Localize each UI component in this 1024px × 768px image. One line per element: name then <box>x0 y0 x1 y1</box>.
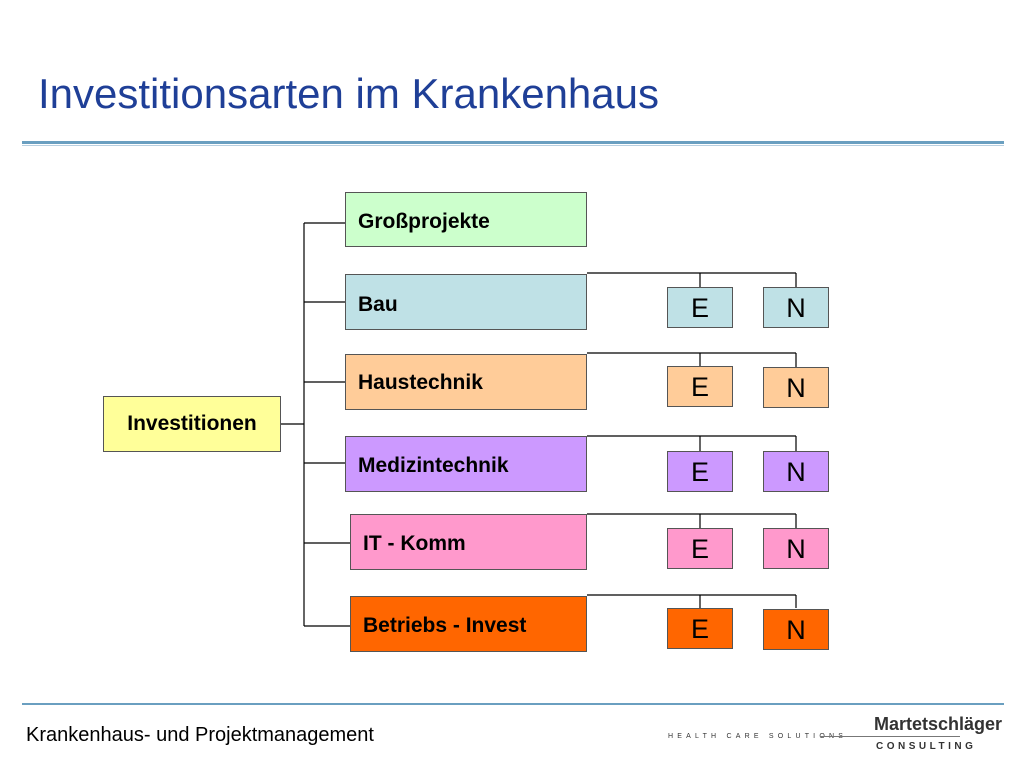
category-it-komm: IT - Komm <box>350 514 587 570</box>
bau-n-box: N <box>763 287 829 328</box>
category-betriebs-invest: Betriebs - Invest <box>350 596 587 652</box>
logo-subname: CONSULTING <box>876 741 977 752</box>
footer-divider <box>22 703 1004 705</box>
logo-divider <box>820 736 960 737</box>
root-node-label: Investitionen <box>127 412 257 435</box>
category-haustechnik: Haustechnik <box>345 354 587 410</box>
betriebs-invest-n-box: N <box>763 609 829 650</box>
category-label: Großprojekte <box>358 210 490 233</box>
it-komm-e-box: E <box>667 528 733 569</box>
category-grossprojekte: Großprojekte <box>345 192 587 247</box>
title-divider <box>22 141 1004 144</box>
haustechnik-e-box: E <box>667 366 733 407</box>
footer-text: Krankenhaus- und Projektmanagement <box>26 724 374 746</box>
it-komm-n-box: N <box>763 528 829 569</box>
category-bau: Bau <box>345 274 587 330</box>
category-label: Betriebs - Invest <box>363 614 527 637</box>
betriebs-invest-e-box: E <box>667 608 733 649</box>
bau-e-box: E <box>667 287 733 328</box>
root-node-investitionen: Investitionen <box>103 396 281 452</box>
category-label: Medizintechnik <box>358 454 509 477</box>
haustechnik-n-box: N <box>763 367 829 408</box>
category-medizintechnik: Medizintechnik <box>345 436 587 492</box>
category-label: Haustechnik <box>358 371 483 394</box>
logo-name: Martetschläger <box>874 714 1003 734</box>
medizintechnik-e-box: E <box>667 451 733 492</box>
slide-title: Investitionsarten im Krankenhaus <box>38 70 659 117</box>
logo-tagline: HEALTH CARE SOLUTIONS <box>668 733 848 740</box>
category-label: IT - Komm <box>363 532 466 555</box>
category-label: Bau <box>358 293 398 316</box>
medizintechnik-n-box: N <box>763 451 829 492</box>
title-divider-thin <box>22 145 1004 146</box>
